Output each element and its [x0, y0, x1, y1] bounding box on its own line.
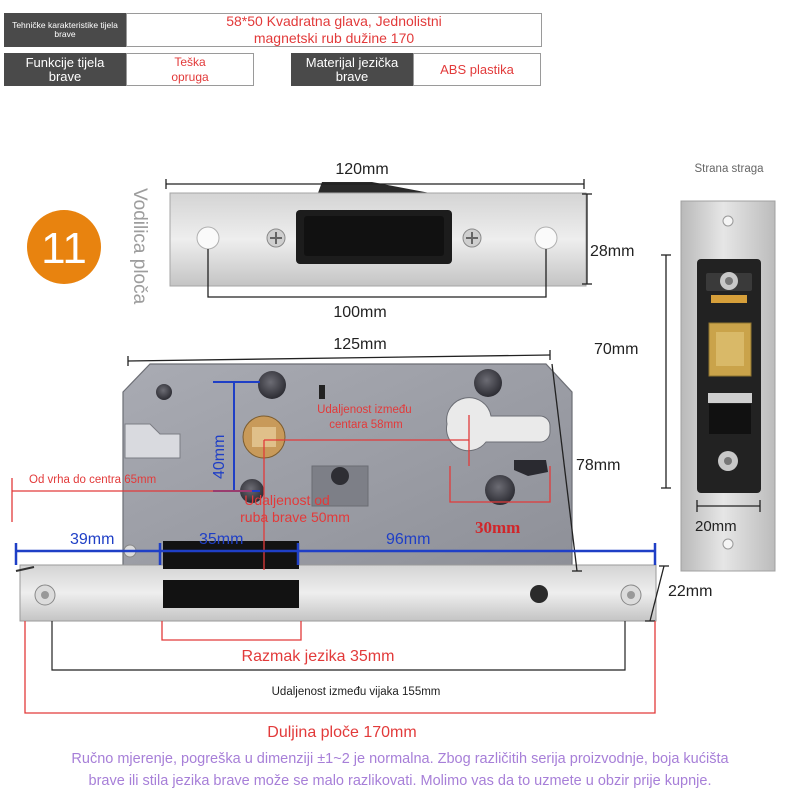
dim-body-height-label: 78mm [576, 457, 620, 474]
dim-back-width: 20mm [695, 500, 761, 535]
spec-label-material: Materijal jezička brave [291, 53, 413, 86]
dim-edge-distance: Udaljenost od ruba brave 50mm [240, 492, 350, 525]
dim-back-height-label: 70mm [594, 341, 638, 358]
dim-guide-width-label: 120mm [335, 161, 388, 178]
guide-plate-side-label: Vodilica ploča [129, 188, 150, 305]
dim-tip-to-center: Od vrha do centra 65mm [11, 474, 252, 522]
spec-label-function: Funkcije tijela brave [4, 53, 126, 86]
spec-value-material: ABS plastika [413, 53, 541, 86]
spec-label-material-text: Materijal jezička brave [305, 54, 399, 84]
dim-cylinder-label: 30mm [475, 518, 520, 537]
dim-center-distance: Udaljenost između centara 58mm [263, 404, 470, 570]
dim-spindle-height-label: 40mm [211, 435, 228, 479]
dim-back-width-label: 20mm [695, 518, 737, 535]
spec-value-function: Teška opruga [126, 53, 254, 86]
dim-96-label: 96mm [386, 531, 430, 548]
dim-back-height: 70mm [594, 254, 671, 489]
dim-39-label: 39mm [70, 531, 114, 548]
dim-edge-distance-label: Udaljenost od ruba brave 50mm [240, 492, 350, 525]
measurement-disclaimer: Ručno mjerenje, pogreška u dimenziji ±1~… [10, 748, 790, 792]
dim-body-width: 125mm [127, 336, 551, 366]
spec-value-function-text: Teška opruga [171, 55, 209, 84]
disclaimer-line-1: Ručno mjerenje, pogreška u dimenziji ±1~… [71, 751, 729, 767]
dim-screw-distance: Udaljenost između vijaka 155mm [51, 621, 626, 698]
spec-value-characteristics: 58*50 Kvadratna glava, Jednolistni magne… [126, 13, 542, 47]
dim-guide-holes-label: 100mm [333, 304, 386, 321]
dim-guide-height-label: 28mm [590, 243, 634, 260]
center-distance-line1: Udaljenost između [317, 404, 412, 416]
dim-plate-length: Duljina ploče 170mm [24, 621, 656, 741]
dim-center-distance-label: Udaljenost između centara 58mm [317, 404, 415, 431]
lock-faceplate [15, 541, 657, 622]
spec-value-characteristics-text: 58*50 Kvadratna glava, Jednolistni magne… [226, 13, 442, 46]
back-view-plate [680, 200, 776, 572]
dim-guide-holes: 100mm [207, 249, 547, 321]
edge-distance-line1: Udaljenost od [244, 492, 330, 508]
model-number-badge: 11 [27, 210, 101, 284]
dim-screw-distance-label: Udaljenost između vijaka 155mm [272, 686, 441, 698]
dim-35-label: 35mm [199, 531, 243, 548]
dim-tip-to-center-label: Od vrha do centra 65mm [29, 474, 156, 486]
edge-distance-line2: ruba brave 50mm [240, 509, 350, 525]
guide-plate [169, 182, 587, 287]
center-distance-line2: centara 58mm [329, 419, 403, 431]
badge-number: 11 [41, 224, 87, 273]
back-view-label: Strana straga [694, 163, 764, 175]
dim-guide-height: 28mm [582, 193, 634, 285]
dim-guide-width: 120mm [165, 161, 585, 189]
dim-body-width-label: 125mm [333, 336, 386, 353]
dim-faceplate-thickness-label: 22mm [668, 583, 712, 600]
spec-label-characteristics-text: Tehničke karakteristike tijela brave [12, 20, 118, 39]
dim-faceplate-thickness: 22mm [645, 565, 712, 622]
spec-label-function-text: Funkcije tijela brave [25, 54, 105, 84]
dim-plate-length-label: Duljina ploče 170mm [267, 724, 416, 741]
spec-label-characteristics: Tehničke karakteristike tijela brave [4, 13, 126, 47]
dim-faceplate-segments: 39mm 35mm 96mm [14, 531, 657, 565]
dim-cylinder: 30mm [449, 466, 551, 537]
dim-tongue-spacing: Razmak jezika 35mm [161, 621, 395, 665]
spec-value-material-text: ABS plastika [440, 61, 514, 77]
dim-body-height: 78mm [551, 363, 620, 572]
dim-tongue-spacing-label: Razmak jezika 35mm [242, 648, 395, 665]
disclaimer-line-2: brave ili stila jezika brave može se mal… [88, 773, 712, 789]
lock-body [122, 363, 573, 567]
